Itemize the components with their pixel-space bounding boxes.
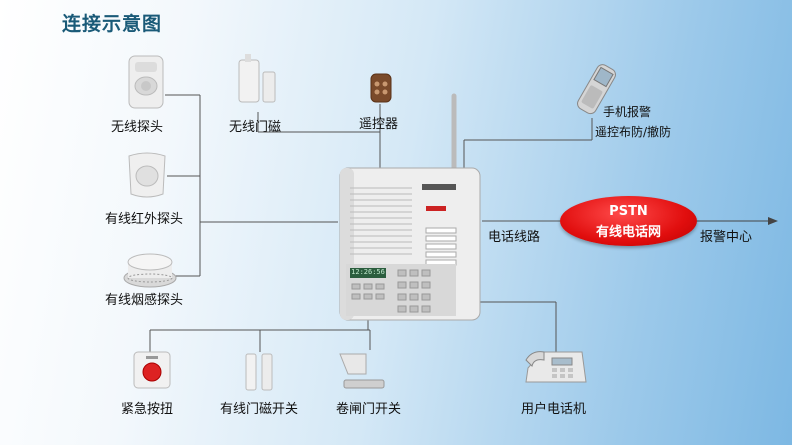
pstn-label-line2: 有线电话网 <box>595 225 661 240</box>
label-wired-ir-detector: 有线红外探头 <box>105 212 184 227</box>
wireless-door-magnet-icon <box>238 54 276 103</box>
page-title: 连接示意图 <box>62 13 163 35</box>
pstn-network: PSTN 有线电话网 <box>560 196 697 246</box>
desk-phone-icon <box>525 351 587 383</box>
label-wired-door-magnet-switch: 有线门磁开关 <box>220 402 299 417</box>
label-remote-arm-disarm: 遥控布防/撤防 <box>595 125 672 139</box>
wired-door-magnet-icon <box>245 353 273 391</box>
label-wireless-door-magnet: 无线门磁 <box>229 120 282 135</box>
label-emergency-button: 紧急按扭 <box>121 402 174 417</box>
alarm-host-icon <box>339 93 481 321</box>
wireless-detector-icon <box>128 55 164 109</box>
pstn-label-line1: PSTN <box>609 204 648 219</box>
smoke-detector-icon <box>123 253 177 288</box>
alarm-host: 12:26:56 <box>338 88 483 328</box>
wired-ir-detector-icon <box>128 152 166 198</box>
label-user-phone: 用户电话机 <box>521 402 587 417</box>
host-lcd-display: 12:26:56 <box>351 268 385 276</box>
label-phone-line: 电话线路 <box>488 230 541 245</box>
rolling-door-switch-icon <box>339 353 385 389</box>
remote-control-icon <box>370 73 392 103</box>
label-mobile-alarm: 手机报警 <box>603 105 652 119</box>
label-alarm-center: 报警中心 <box>700 230 753 245</box>
mobile-phone-icon <box>577 64 616 115</box>
label-remote-control: 遥控器 <box>359 117 399 132</box>
emergency-button-icon <box>133 351 171 389</box>
label-wireless-detector: 无线探头 <box>111 120 164 135</box>
label-wired-smoke-detector: 有线烟感探头 <box>105 293 184 308</box>
label-rolling-door-switch: 卷闸门开关 <box>336 402 402 417</box>
